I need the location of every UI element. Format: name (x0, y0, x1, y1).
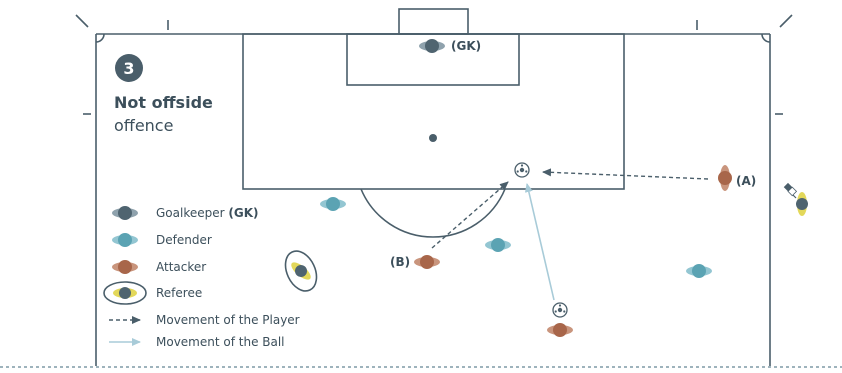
goal-area (346, 33, 520, 86)
goalkeeper-label: (GK) (451, 39, 481, 53)
flag-icon (783, 182, 798, 199)
attacker-b-player (414, 255, 440, 269)
attacker-b-label: (B) (390, 255, 410, 269)
penalty-area (242, 33, 625, 190)
pitch-lines (75, 8, 793, 366)
legend-attacker-icon (112, 260, 138, 274)
legend-referee-icon (103, 281, 147, 305)
ball-origin (552, 302, 568, 318)
legend-attacker-label: Attacker (156, 260, 206, 274)
legend-defender-icon (112, 233, 138, 247)
legend: Goalkeeper (GK) Defender Attacker Refere… (103, 206, 300, 349)
legend-referee-label: Referee (156, 286, 202, 300)
defender-player (485, 238, 511, 252)
attacker-a-player (718, 165, 732, 191)
attacker-b-movement-arrow (431, 181, 509, 249)
corner-arc-left (95, 33, 105, 43)
ball-target (514, 162, 530, 178)
ball-movement-arrow (524, 183, 555, 301)
corner-mark-left (75, 14, 89, 28)
penalty-spot (429, 134, 437, 142)
attacker-a-label: (A) (736, 174, 756, 188)
legend-ball-movement-label: Movement of the Ball (156, 335, 285, 349)
scenario-title: Not offside (114, 93, 213, 112)
legend-player-movement-label: Movement of the Player (156, 313, 300, 327)
corner-arc-right (761, 33, 771, 43)
scenario-number: 3 (123, 59, 134, 78)
defender-player (686, 264, 712, 278)
scenario-badge: 3 (115, 54, 143, 82)
legend-goalkeeper-icon (112, 206, 138, 220)
scenario-subtitle: offence (114, 116, 173, 135)
penalty-arc (360, 188, 506, 238)
attacker-player (547, 323, 573, 337)
goal (398, 8, 469, 35)
corner-mark-right (779, 14, 793, 28)
assistant-referee (796, 192, 808, 216)
defender-player (320, 197, 346, 211)
legend-goalkeeper-label: Goalkeeper (GK) (156, 206, 259, 220)
attacker-a-movement-arrow (542, 168, 709, 180)
legend-defender-label: Defender (156, 233, 212, 247)
referee-player (284, 250, 318, 292)
goalkeeper-player (419, 39, 445, 53)
